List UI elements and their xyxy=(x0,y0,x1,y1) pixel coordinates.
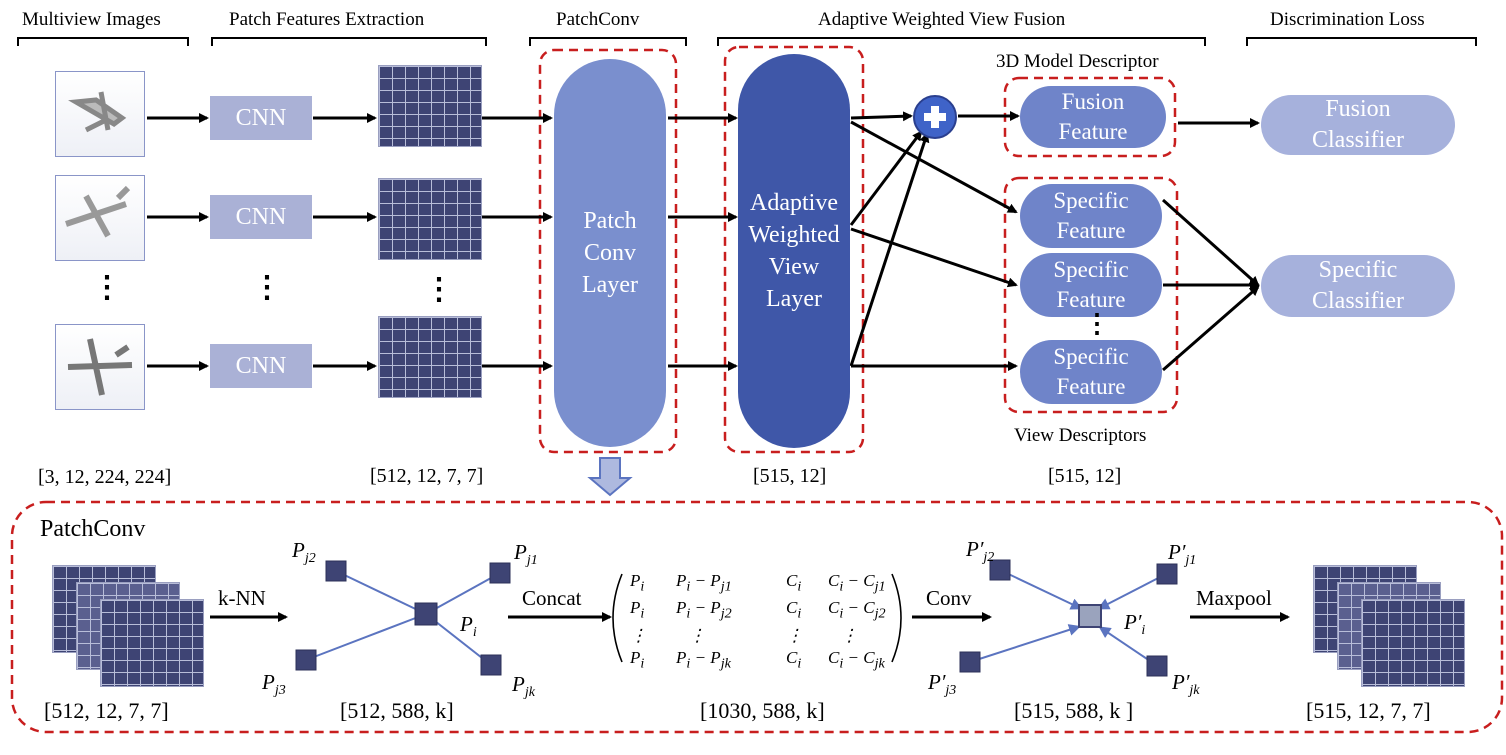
patch-grid-3 xyxy=(378,316,482,398)
plus-circle xyxy=(913,95,957,139)
airplane-icon xyxy=(68,91,127,133)
cnn-box-2: CNN xyxy=(210,195,312,239)
view-descriptors-label: View Descriptors xyxy=(1014,425,1147,446)
fusion-classifier-line1: Fusion xyxy=(1325,96,1391,122)
specific-feature-3: Specific Feature xyxy=(1020,340,1162,404)
awv-layer-line4: Layer xyxy=(766,286,822,312)
label-pj1: Pj1 xyxy=(514,540,538,569)
header-patch-features: Patch Features Extraction xyxy=(229,9,425,30)
model-descriptor-label: 3D Model Descriptor xyxy=(996,51,1159,72)
specific-feature-line2: Feature xyxy=(1056,374,1126,399)
specific-feature-2: Specific Feature xyxy=(1020,253,1162,317)
label-pprime-i: P′i xyxy=(1124,610,1146,639)
panel-dim-concat: [1030, 588, k] xyxy=(700,698,825,723)
patch-grid-1 xyxy=(378,65,482,147)
awv-layer-line2: Weighted xyxy=(748,222,840,248)
header-loss: Discrimination Loss xyxy=(1270,9,1425,30)
patch-grid-2 xyxy=(378,178,482,260)
dashed-groups xyxy=(10,45,1504,734)
specific-feature-line1: Specific xyxy=(1053,344,1129,369)
cnn-box-3: CNN xyxy=(210,344,312,388)
knn-label: k-NN xyxy=(218,586,266,610)
fusion-feature: Fusion Feature xyxy=(1020,86,1166,148)
header-brackets xyxy=(17,37,1477,46)
fusion-classifier-line2: Classifier xyxy=(1312,127,1404,153)
specific-classifier-line1: Specific xyxy=(1318,257,1398,283)
specific-feature-line1: Specific xyxy=(1053,188,1129,213)
label-pprime-j3: P′j3 xyxy=(928,670,957,699)
dim-patches: [512, 12, 7, 7] xyxy=(370,465,484,487)
panel-dim-graph: [512, 588, k] xyxy=(340,698,454,723)
label-pprime-j2: P′j2 xyxy=(966,537,995,566)
input-stack-front xyxy=(100,599,204,687)
label-pj2: Pj2 xyxy=(292,538,316,567)
awv-layer-line3: View xyxy=(768,254,820,280)
fusion-classifier: Fusion Classifier xyxy=(1261,95,1455,155)
patchconv-layer: Patch Conv Layer xyxy=(554,59,666,447)
cnn-box-1: CNN xyxy=(210,96,312,140)
patchconv-layer-line1: Patch xyxy=(583,208,637,234)
output-stack-front xyxy=(1361,599,1465,687)
view-image-3 xyxy=(55,324,145,410)
panel-dim-conv: [515, 588, k ] xyxy=(1014,698,1134,723)
airplane-icon xyxy=(67,338,133,396)
awv-layer-line1: Adaptive xyxy=(750,190,838,216)
specific-feature-line1: Specific xyxy=(1053,257,1129,282)
panel-dim-output: [515, 12, 7, 7] xyxy=(1306,698,1431,723)
label-pjk: Pjk xyxy=(512,672,535,701)
awv-layer: Adaptive Weighted View Layer xyxy=(738,54,850,448)
label-pprime-j1: P′j1 xyxy=(1168,540,1197,569)
header-multiview: Multiview Images xyxy=(22,9,161,30)
specific-classifier-line2: Classifier xyxy=(1312,288,1404,314)
vertical-ellipsis: ⋮ xyxy=(92,271,122,304)
header-patchconv: PatchConv xyxy=(556,9,640,30)
specific-feature-line2: Feature xyxy=(1056,287,1126,312)
dim-awv: [515, 12] xyxy=(753,465,827,487)
airplane-icon xyxy=(65,185,131,238)
dim-views: [515, 12] xyxy=(1048,465,1122,487)
panel-dim-input: [512, 12, 7, 7] xyxy=(44,698,169,723)
vertical-ellipsis: ⋮ xyxy=(252,271,282,304)
conv-label: Conv xyxy=(926,586,972,610)
header-fusion: Adaptive Weighted View Fusion xyxy=(818,9,1066,30)
down-arrow xyxy=(587,457,633,497)
fusion-feature-line2: Feature xyxy=(1058,119,1128,144)
label-pj3: Pj3 xyxy=(262,670,286,699)
concat-label: Concat xyxy=(522,586,582,610)
specific-feature-1: Specific Feature xyxy=(1020,184,1162,248)
fusion-feature-line1: Fusion xyxy=(1061,89,1125,114)
view-image-2 xyxy=(55,175,145,261)
flow-arrows xyxy=(147,111,1290,622)
maxpool-label: Maxpool xyxy=(1196,586,1272,610)
patchconv-layer-line3: Layer xyxy=(582,272,638,298)
dim-images: [3, 12, 224, 224] xyxy=(38,466,172,488)
patchconv-layer-line2: Conv xyxy=(583,240,636,266)
view-image-1 xyxy=(55,71,145,157)
label-pprime-jk: P′jk xyxy=(1172,670,1200,699)
panel-title: PatchConv xyxy=(40,516,146,542)
specific-feature-line2: Feature xyxy=(1056,218,1126,243)
conv-nodes xyxy=(959,559,1178,677)
knn-nodes xyxy=(295,560,511,676)
matrix-brackets xyxy=(612,573,902,663)
label-pi: Pi xyxy=(460,612,477,641)
specific-classifier: Specific Classifier xyxy=(1261,255,1455,317)
vertical-ellipsis: ⋮ xyxy=(424,273,454,306)
vertical-ellipsis: ⋮ xyxy=(1084,309,1110,338)
